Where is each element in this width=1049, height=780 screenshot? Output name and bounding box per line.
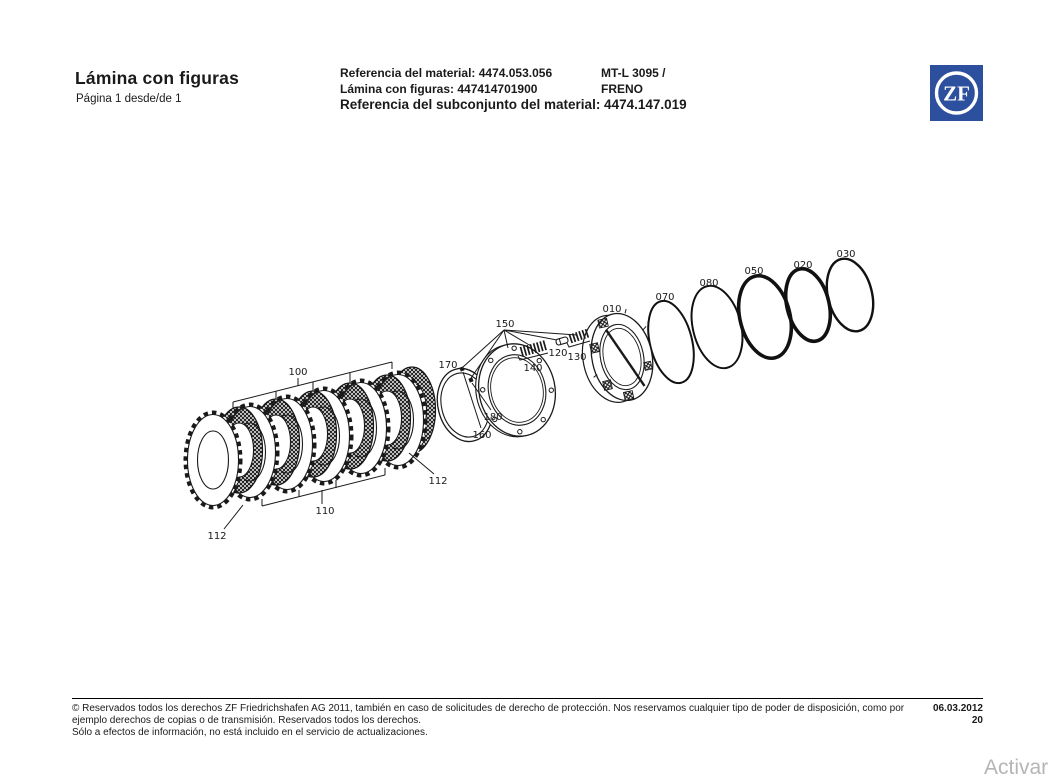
part-label-130: 130 bbox=[567, 352, 586, 363]
footer-divider bbox=[72, 698, 983, 699]
page-counter: Página 1 desde/de 1 bbox=[76, 93, 182, 105]
page-title: Lámina con figuras bbox=[75, 68, 240, 88]
model-name: MT-L 3095 / bbox=[601, 66, 666, 80]
part-label-112: 112 bbox=[428, 476, 447, 487]
bracket-110 bbox=[261, 468, 386, 507]
sheet-reference: Lámina con figuras: 447414701900 bbox=[340, 81, 538, 96]
reference-block: Referencia del material: 4474.053.056 Lá… bbox=[340, 66, 687, 113]
flanged-disc bbox=[475, 343, 557, 438]
part-label-112: 112 bbox=[207, 531, 226, 542]
leader-lines-150 bbox=[462, 329, 578, 379]
footer-meta: 06.03.2012 20 bbox=[883, 703, 983, 727]
material-reference: Referencia del material: 4474.053.056 bbox=[340, 66, 553, 80]
subassembly-reference: Referencia del subconjunto del material:… bbox=[340, 97, 687, 112]
part-label-100: 100 bbox=[288, 367, 307, 378]
carrier-010 bbox=[581, 308, 654, 403]
part-label-160: 160 bbox=[472, 430, 491, 441]
document-date: 06.03.2012 bbox=[932, 703, 983, 714]
leader-lines-160-180 bbox=[462, 371, 492, 429]
model-type: FRENO bbox=[601, 81, 643, 96]
pin-120 bbox=[555, 336, 569, 346]
part-label-140: 140 bbox=[523, 363, 542, 374]
activation-watermark: Activar bbox=[984, 756, 1049, 779]
fastener-180 bbox=[468, 377, 474, 383]
clutch-pack bbox=[183, 366, 437, 510]
part-label-080: 080 bbox=[699, 278, 718, 289]
part-label-150: 150 bbox=[495, 319, 514, 330]
footer-line-1: © Reservados todos los derechos ZF Fried… bbox=[72, 703, 905, 714]
part-label-180: 180 bbox=[483, 412, 502, 423]
bracket-100 bbox=[232, 361, 393, 409]
model-block: MT-L 3095 / FRENO bbox=[601, 66, 665, 97]
zf-logo: ZF bbox=[930, 65, 983, 121]
spring-130 bbox=[566, 328, 591, 348]
footer-line-2: ejemplo derechos de copias o de transmis… bbox=[72, 715, 422, 726]
ring-080 bbox=[690, 284, 744, 370]
part-label-050: 050 bbox=[744, 266, 763, 277]
part-label-110: 110 bbox=[315, 506, 334, 517]
part-label-030: 030 bbox=[836, 249, 855, 260]
part-label-170: 170 bbox=[438, 360, 457, 371]
part-label-120: 120 bbox=[548, 348, 567, 359]
part-label-070: 070 bbox=[655, 292, 674, 303]
spring-140 bbox=[517, 340, 549, 361]
leader-lines-112 bbox=[223, 452, 435, 530]
fastener-160 bbox=[459, 366, 465, 372]
footer-line-3: Sólo a efectos de información, no está i… bbox=[72, 727, 428, 738]
page-number: 20 bbox=[971, 715, 983, 726]
part-label-010: 010 bbox=[602, 304, 621, 315]
zf-logo-icon: ZF bbox=[930, 65, 983, 121]
footer-copyright: © Reservados todos los derechos ZF Fried… bbox=[72, 703, 912, 739]
part-label-020: 020 bbox=[793, 260, 812, 271]
svg-text:ZF: ZF bbox=[943, 82, 970, 106]
